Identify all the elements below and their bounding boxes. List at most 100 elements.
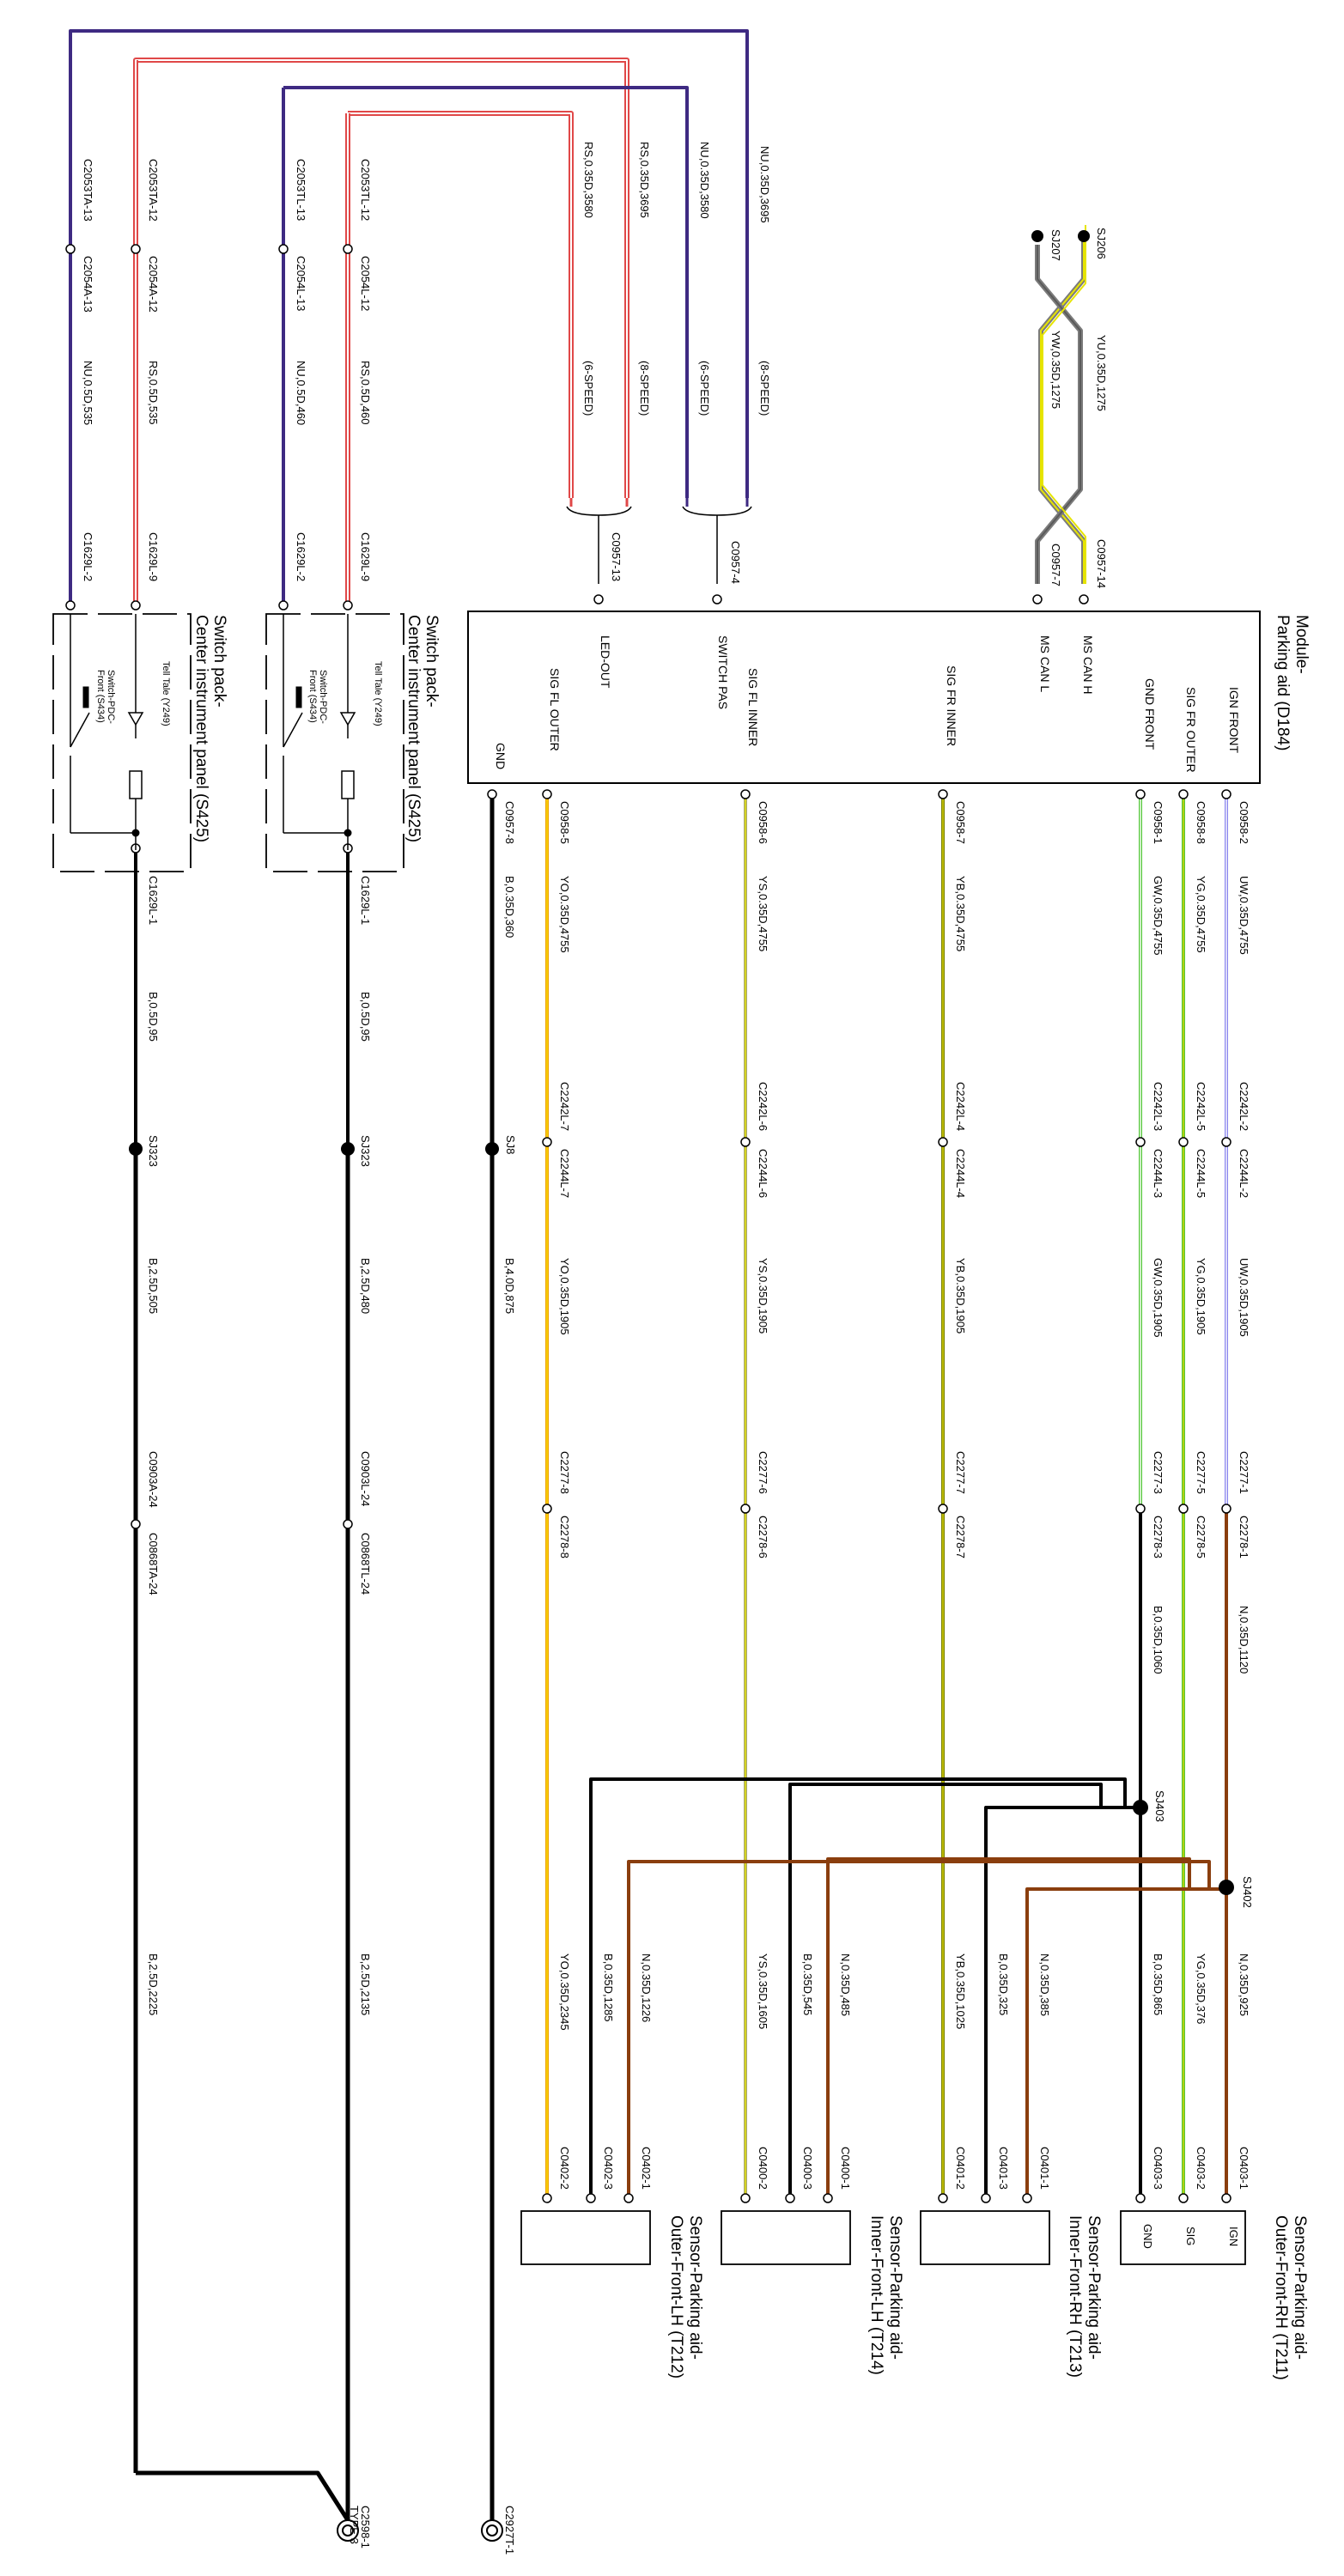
wire-label-uw-4755: UW,0.35D,4755 xyxy=(1238,876,1250,955)
ground-terminals xyxy=(337,2519,503,2542)
wire-label-rs-460: RS,0.5D,460 xyxy=(359,361,372,424)
sensor-pin-labels: IGN SIG GND xyxy=(1141,2224,1240,2249)
wire-label-n-385: N,0.35D,385 xyxy=(1038,1953,1051,2016)
label-c0403-2: C0403-2 xyxy=(1195,2147,1207,2190)
wire-label-yg-1905: YG,0.35D,1905 xyxy=(1195,1258,1207,1335)
label-c2277-1: C2277-1 xyxy=(1238,1451,1250,1494)
label-sj8: SJ8 xyxy=(504,1135,517,1154)
label-c0401-2: C0401-2 xyxy=(954,2147,967,2190)
switch-inner-labels: Tell Tale (Y249) Switch-PDC- Front (S434… xyxy=(95,661,383,726)
sensor-pin-gnd: GND xyxy=(1141,2224,1154,2249)
wire-label-gw-1905: GW,0.35D,1905 xyxy=(1152,1258,1165,1338)
wire-n-385 xyxy=(1025,1887,1226,2194)
label-c1629l-9-b: C1629L-9 xyxy=(359,532,372,581)
label-c2598-1: C2598-1 xyxy=(359,2506,372,2549)
label-c2278-7: C2278-7 xyxy=(954,1516,967,1558)
label-c2244l-7: C2244L-7 xyxy=(558,1149,571,1198)
wire-label-b-1285: B,0.35D,1285 xyxy=(602,1953,615,2022)
label-c2278-1: C2278-1 xyxy=(1238,1516,1250,1558)
switch-pdc-a-2: Front (S434) xyxy=(95,670,106,723)
wire-label-ys-1605: YS,0.35D,1605 xyxy=(757,1953,769,2029)
wire-label-b-865: B,0.35D,865 xyxy=(1152,1953,1165,2015)
wire-label-b-875: B,4.0D,875 xyxy=(503,1258,516,1314)
label-c0903a-24: C0903A-24 xyxy=(147,1451,160,1508)
label-c2244l-3: C2244L-3 xyxy=(1152,1149,1165,1198)
label-c0402-2: C0402-2 xyxy=(558,2147,571,2190)
wire-label-n-1226: N,0.35D,1226 xyxy=(640,1953,653,2022)
pin-gnd: GND xyxy=(494,743,508,769)
pin-sig-fr-outer: SIG FR OUTER xyxy=(1184,687,1198,773)
wire-n-485 xyxy=(826,1857,1226,2194)
wire-label-n-485: N,0.35D,485 xyxy=(839,1953,852,2016)
label-c0958-1: C0958-1 xyxy=(1152,801,1165,844)
label-c0957-13: C0957-13 xyxy=(610,532,623,581)
label-c2242l-4: C2242L-4 xyxy=(954,1082,967,1131)
pin-ms-can-h: MS CAN H xyxy=(1081,635,1095,694)
wire-label-nu-460: NU,0.5D,460 xyxy=(295,361,307,425)
label-c2244l-2: C2244L-2 xyxy=(1238,1149,1250,1198)
label-c2277-7: C2277-7 xyxy=(954,1451,967,1494)
wire-label-b-95-b: B,0.5D,95 xyxy=(359,992,372,1042)
label-c0958-8: C0958-8 xyxy=(1195,801,1207,844)
sensor-t213-title-2: Inner-Front-RH (T213) xyxy=(1066,2215,1084,2378)
sensor-t212-title-2: Outer-Front-LH (T212) xyxy=(667,2215,685,2379)
module-title-line2: Parking aid (D184) xyxy=(1274,615,1292,750)
label-c0402-3: C0402-3 xyxy=(602,2147,615,2190)
pin-switch-pas: SWITCH PAS xyxy=(716,635,730,709)
pin-sig-fl-inner: SIG FL INNER xyxy=(746,668,760,746)
label-c0403-1: C0403-1 xyxy=(1238,2147,1250,2190)
label-c2927t-1: C2927T-1 xyxy=(503,2506,516,2555)
label-c0903l-24: C0903L-24 xyxy=(359,1451,372,1506)
label-c1629l-1-b: C1629L-1 xyxy=(359,876,372,925)
sensor-t214-title-2: Inner-Front-LH (T214) xyxy=(867,2215,885,2375)
pin-ign-front: IGN FRONT xyxy=(1227,687,1241,753)
switch-pack-titles: Switch pack- Center instrument panel (S4… xyxy=(192,615,441,842)
label-c2242l-7: C2242L-7 xyxy=(558,1082,571,1131)
wire-label-nu-535: NU,0.5D,535 xyxy=(82,361,94,425)
label-c2242l-2: C2242L-2 xyxy=(1238,1082,1250,1131)
label-c2277-8: C2277-8 xyxy=(558,1451,571,1494)
wire-label-b-95-a: B,0.5D,95 xyxy=(147,992,160,1042)
label-c2244l-4: C2244L-4 xyxy=(954,1149,967,1198)
wire-label-n-925: N,0.35D,925 xyxy=(1238,1953,1250,2016)
label-c2278-8: C2278-8 xyxy=(558,1516,571,1558)
sensor-box-t211 xyxy=(1120,2210,1246,2265)
switch-pack-a-title-2: Center instrument panel (S425) xyxy=(192,615,210,842)
label-c2053tl-13: C2053TL-13 xyxy=(295,159,307,221)
label-c2053ta-12: C2053TA-12 xyxy=(147,159,160,222)
label-c0958-6: C0958-6 xyxy=(757,801,769,844)
label-c0868tl-24: C0868TL-24 xyxy=(359,1533,372,1595)
wire-label-gw-4755: GW,0.35D,4755 xyxy=(1152,876,1165,956)
pin-sig-fl-outer: SIG FL OUTER xyxy=(548,668,562,751)
wire-label-yo-1905: YO,0.35D,1905 xyxy=(558,1258,571,1335)
wire-label-yo-4755: YO,0.35D,4755 xyxy=(558,876,571,953)
sensor-t211-title-2: Outer-Front-RH (T211) xyxy=(1272,2215,1290,2380)
pin-led-out: LED-OUT xyxy=(599,635,612,689)
switch-pack-a xyxy=(52,613,192,872)
pin-gnd-front: GND FRONT xyxy=(1143,678,1157,750)
connector-labels: C0957-14 C0957-7 C0957-4 C0957-13 SJ206 … xyxy=(82,159,1254,2555)
wire-label-speed8-b: (8-SPEED) xyxy=(638,361,651,416)
splice-dots xyxy=(129,230,1234,1895)
wire-label-yg-4755: YG,0.35D,4755 xyxy=(1195,876,1207,953)
switch-pack-b-title-2: Center instrument panel (S425) xyxy=(404,615,423,842)
label-c2277-6: C2277-6 xyxy=(757,1451,769,1494)
label-c2242l-5: C2242L-5 xyxy=(1195,1082,1207,1131)
sensor-pin-sig: SIG xyxy=(1184,2227,1197,2245)
label-c0401-1: C0401-1 xyxy=(1038,2147,1051,2190)
connector-symbols xyxy=(65,244,1231,2203)
wire-label-b-360: B,0.35D,360 xyxy=(503,876,516,938)
wire-label-yg-376: YG,0.35D,376 xyxy=(1195,1953,1207,2024)
switch-pack-b-title-1: Switch pack- xyxy=(423,615,441,708)
label-c1629l-2-b: C1629L-2 xyxy=(295,532,307,581)
label-c0957-8: C0957-8 xyxy=(503,801,516,844)
splice-sj323-a xyxy=(129,1142,143,1156)
wire-b-325 xyxy=(984,1806,1140,2194)
wire-label-yw-1275: YW,0.35D,1275 xyxy=(1049,331,1062,409)
switch-pdc-b-2: Front (S434) xyxy=(307,670,318,723)
wire-label-yu-1275: YU,0.35D,1275 xyxy=(1095,335,1108,411)
splice-sj8 xyxy=(485,1142,499,1156)
wire-label-yb-1025: YB,0.35D,1025 xyxy=(954,1953,967,2029)
label-c0958-7: C0958-7 xyxy=(954,801,967,844)
wires xyxy=(69,29,1228,2522)
